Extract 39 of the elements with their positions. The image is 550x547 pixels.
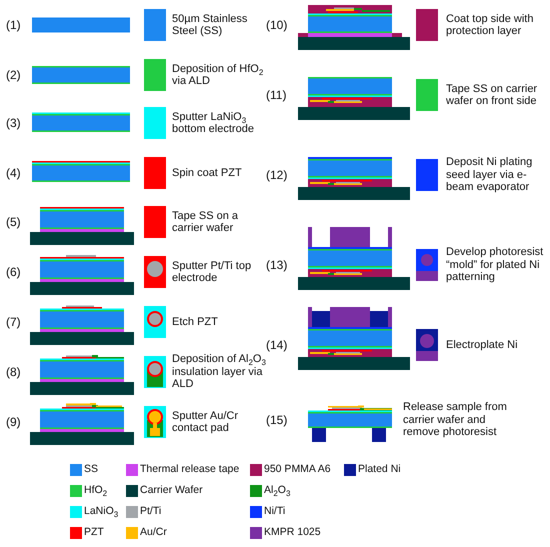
step-description: Release sample from carrier wafer and remove photoresist — [403, 401, 508, 438]
step-number: (3) — [6, 116, 21, 130]
legend-label: Al$_{2}$O$_{3}$ — [264, 484, 290, 496]
legend-label: Pt/Ti — [140, 505, 162, 518]
legend-label: LaNiO$_{3}$ — [84, 505, 118, 518]
legend-label: Carrier Wafer — [140, 484, 203, 496]
legend-label: Au/Cr — [140, 526, 167, 538]
step-number: (2) — [6, 68, 21, 82]
step-number: (7) — [6, 315, 21, 329]
step-number: (14) — [266, 338, 288, 352]
legend-label: KMPR 1025 — [264, 526, 321, 538]
step-description: Sputter LaNiO$_{3}$ bottom electrode — [172, 110, 255, 136]
step-description: Deposit Ni plating seed layer via e-beam evaporator — [446, 156, 534, 194]
step-description: Etch PZT — [172, 316, 219, 328]
step-number: (11) — [266, 88, 286, 102]
step-description: Electroplate Ni — [446, 338, 519, 351]
step-description: Develop photoresist “mold” for plated Ni patterning — [446, 246, 544, 284]
legend-label: SS — [84, 463, 98, 476]
step-number: (5) — [6, 215, 21, 229]
legend-label: 950 PMMA A6 — [264, 463, 331, 476]
step-description: Tape SS on carrier wafer on front side — [446, 82, 538, 108]
step-number: (12) — [266, 168, 288, 182]
step-description: Deposition of HfO$_{2}$ via ALD — [172, 62, 264, 88]
step-description: Deposition of Al$_{2}$O$_{3}$ insulation layer via ALD — [172, 353, 267, 390]
step-number: (8) — [6, 365, 21, 379]
step-number: (9) — [6, 415, 21, 429]
legend-label: Ni/Ti — [264, 505, 286, 518]
step-number: (13) — [266, 258, 288, 272]
legend-label: Thermal release tape — [140, 463, 240, 476]
step-number: (6) — [6, 265, 21, 279]
legend-label: HfO$_{2}$ — [84, 484, 108, 496]
step-number: (15) — [266, 413, 288, 427]
step-number: (10) — [266, 18, 288, 32]
legend-label: PZT — [84, 526, 104, 538]
step-description: Coat top side with protection layer — [446, 12, 534, 38]
step-number: (1) — [6, 18, 21, 32]
step-number: (4) — [6, 166, 21, 180]
step-description: Tape SS on a carrier wafer — [172, 210, 240, 234]
legend-label: Plated Ni — [358, 463, 401, 476]
